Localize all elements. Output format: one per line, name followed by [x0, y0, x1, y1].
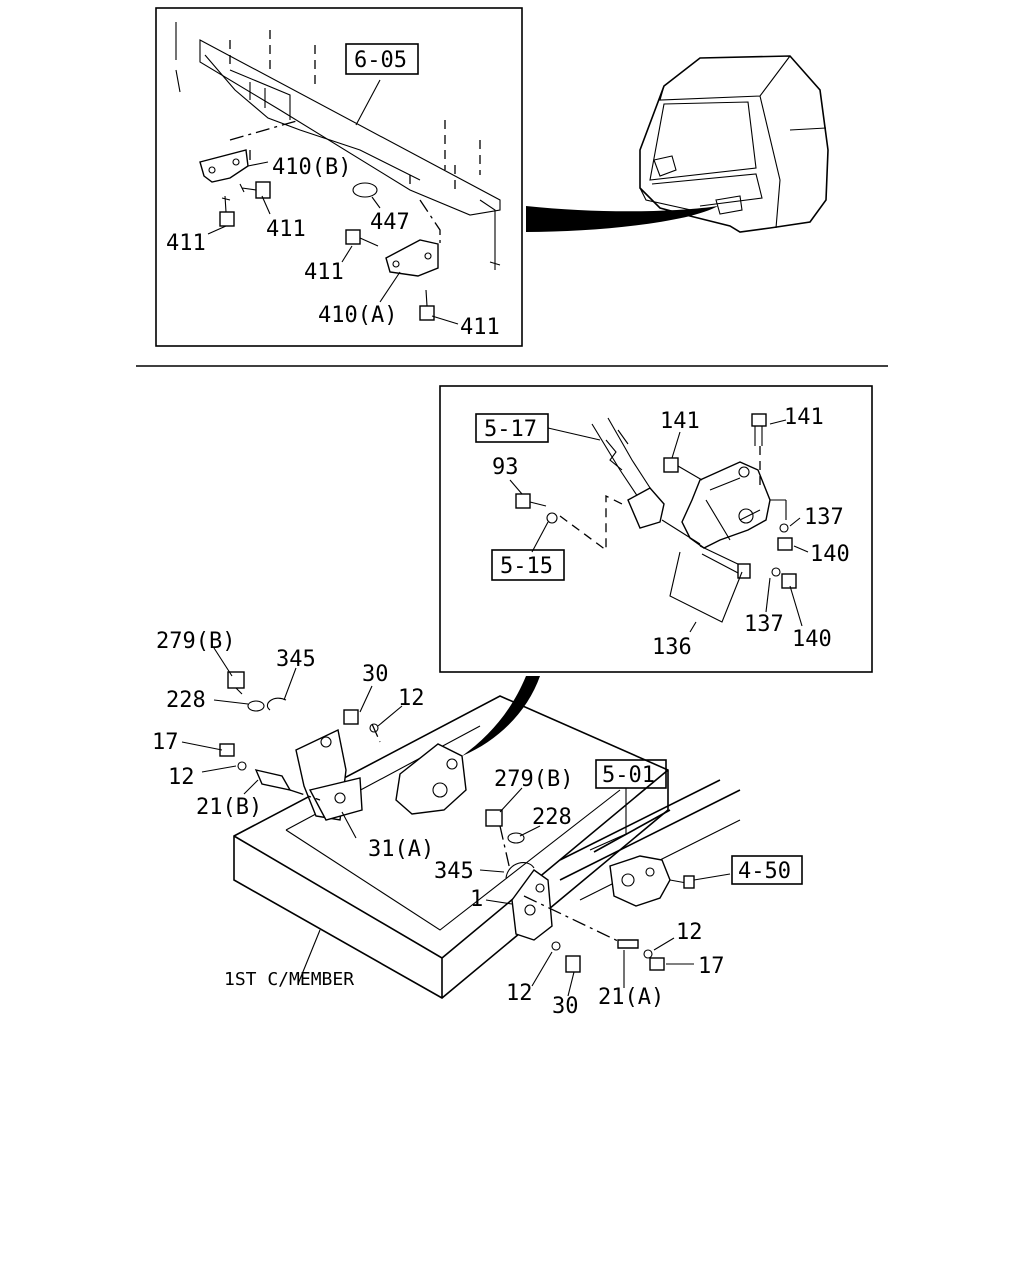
part-136-bracket — [681, 461, 771, 549]
detail-pointer — [462, 676, 540, 756]
part-411-upper-bolt — [239, 181, 271, 199]
callout-411-d: 411 — [460, 315, 500, 340]
inset-top-frame — [155, 7, 523, 347]
part-141-left — [663, 457, 703, 481]
part-411-lower-bolt — [419, 289, 435, 321]
ref-box-6-05 — [345, 43, 419, 75]
ref-box-5-01 — [595, 759, 667, 789]
part-insulator-center — [395, 743, 467, 815]
callout-228-2: 228 — [532, 805, 572, 830]
part-30-left — [343, 709, 359, 725]
ref-box-4-50 — [731, 855, 803, 885]
callout-30-1: 30 — [362, 662, 389, 687]
ref-box-5-17 — [475, 413, 549, 443]
washer-515 — [546, 512, 558, 524]
callout-21b: 21(B) — [196, 795, 262, 820]
part-447 — [352, 182, 378, 198]
part-140-lower — [781, 573, 797, 589]
callout-12-1: 12 — [398, 686, 425, 711]
callout-12-2: 12 — [168, 765, 195, 790]
part-12-left-lower — [237, 761, 247, 771]
cross-member-assembly — [181, 647, 741, 999]
callout-31a: 31(A) — [368, 837, 434, 862]
callout-141-b: 141 — [784, 405, 824, 430]
part-410a — [385, 239, 439, 277]
ref-box-5-15 — [491, 549, 565, 581]
callout-410a: 410(A) — [318, 303, 397, 328]
ref-5-01: 5-01 — [602, 763, 655, 788]
part-12-left-upper — [369, 723, 379, 733]
callout-12-4: 12 — [506, 981, 533, 1006]
part-21b — [254, 769, 292, 792]
ref-5-15: 5-15 — [500, 554, 553, 579]
callout-93: 93 — [492, 455, 519, 480]
part-228-left — [247, 700, 265, 712]
inset-bracket-detail — [439, 385, 873, 673]
part-17-left — [219, 743, 235, 757]
callout-411-c: 411 — [304, 260, 344, 285]
part-345-right — [505, 862, 535, 879]
part-93 — [515, 493, 547, 509]
cab-illustration — [526, 55, 829, 233]
part-228-right — [507, 832, 525, 844]
part-12-right-lower — [551, 941, 561, 951]
callout-17-2: 17 — [698, 954, 725, 979]
part-279b-left — [227, 671, 245, 695]
callout-411-b: 411 — [166, 231, 206, 256]
callout-141-a: 141 — [660, 409, 700, 434]
callout-345-1: 345 — [276, 647, 316, 672]
ref-6-05: 6-05 — [354, 48, 407, 73]
callout-411-a: 411 — [266, 217, 306, 242]
callout-30-2: 30 — [552, 994, 579, 1019]
part-411-left-bolt — [219, 195, 235, 227]
inset-right-frame — [439, 385, 873, 673]
part-141-right — [751, 413, 767, 490]
callout-137-b: 137 — [744, 612, 784, 637]
member-label: 1ST C/MEMBER — [224, 969, 354, 990]
ref-4-50: 4-50 — [738, 859, 791, 884]
part-411-mid-bolt — [345, 229, 379, 247]
callout-140-b: 140 — [792, 627, 832, 652]
callout-140-a: 140 — [810, 542, 850, 567]
callout-228-1: 228 — [166, 688, 206, 713]
callout-279b-1: 279(B) — [156, 629, 235, 654]
part-4-50-mount — [609, 855, 671, 907]
callout-17-1: 17 — [152, 730, 179, 755]
callout-410b: 410(B) — [272, 155, 351, 180]
part-17-right — [649, 957, 665, 971]
callout-279b-2: 279(B) — [494, 767, 573, 792]
part-345-left — [266, 697, 287, 711]
part-137-upper — [779, 523, 789, 533]
callout-21a: 21(A) — [598, 985, 664, 1010]
inset-top-grille — [155, 7, 523, 347]
callout-136: 136 — [652, 635, 692, 660]
part-21a — [617, 939, 639, 949]
callout-1: 1 — [470, 887, 483, 912]
part-30-right — [565, 955, 581, 973]
part-410b — [199, 149, 249, 183]
part-12-right-upper — [643, 949, 653, 959]
ref-5-17: 5-17 — [484, 417, 537, 442]
callout-137-a: 137 — [804, 505, 844, 530]
callout-447: 447 — [370, 210, 410, 235]
part-137-lower — [771, 567, 781, 577]
part-279b-right — [485, 809, 503, 827]
part-140-upper — [777, 537, 793, 551]
callout-12-3: 12 — [676, 920, 703, 945]
callout-345-2: 345 — [434, 859, 474, 884]
